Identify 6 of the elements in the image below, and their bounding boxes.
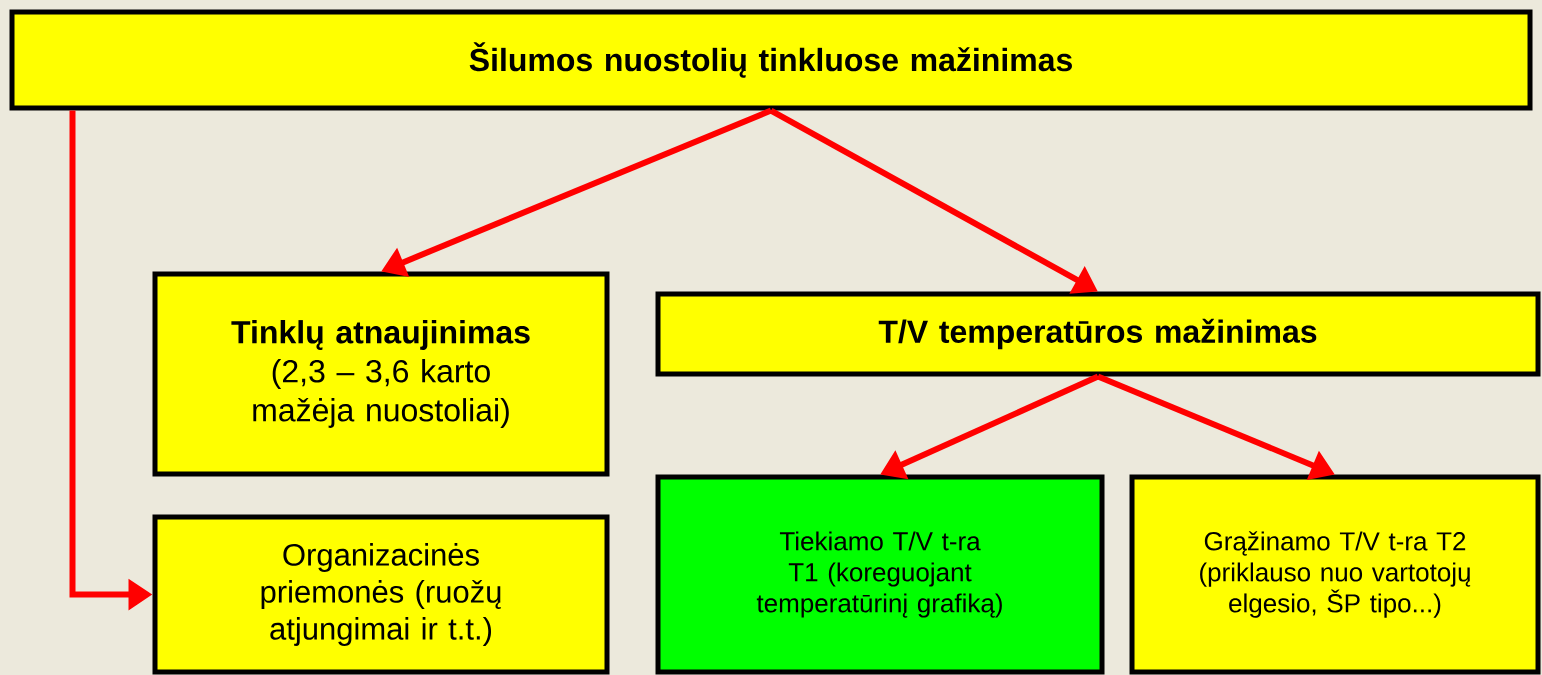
process-box: Tiekiamo T/V t-ra T1 (koreguojant temperatūrinį grafiką): [655, 474, 1105, 675]
process-box: Organizacinės priemonės (ruožų atjungimai ir t.t.): [152, 514, 610, 675]
process-box: Grąžinamo T/V t-ra T2 (priklauso nuo vartotojų elgesio, ŠP tipo...): [1129, 474, 1541, 675]
process-box: Tinklų atnaujinimas (2,3 – 3,6 karto mažėja nuostoliai): [152, 271, 610, 477]
process-box: T/V temperatūros mažinimas: [655, 291, 1541, 377]
heading-box: Šilumos nuostolių tinkluose mažinimas: [9, 9, 1533, 111]
